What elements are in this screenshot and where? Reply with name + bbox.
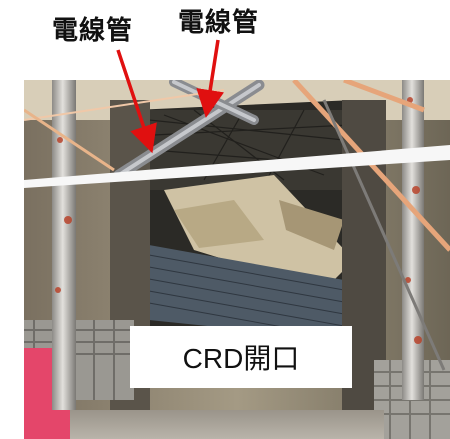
debris-2 <box>279 200 344 250</box>
rust-spots <box>55 97 422 344</box>
conduit-label-right: 電線管 <box>178 8 260 38</box>
crd-opening-text: CRD開口 <box>182 343 300 374</box>
photo-rendering <box>24 80 450 439</box>
crd-opening-label: CRD開口 <box>130 326 352 388</box>
debris <box>174 200 264 248</box>
scaffold-pipe-right <box>402 80 424 400</box>
conduit-label-left: 電線管 <box>52 16 134 46</box>
white-pole <box>24 145 450 188</box>
rope-5 <box>322 99 446 371</box>
pedestal-opening-photo <box>24 80 450 439</box>
rope-4 <box>343 80 425 113</box>
floor-edge <box>64 410 384 439</box>
rope-2 <box>24 108 115 172</box>
inner-grating <box>148 245 345 340</box>
